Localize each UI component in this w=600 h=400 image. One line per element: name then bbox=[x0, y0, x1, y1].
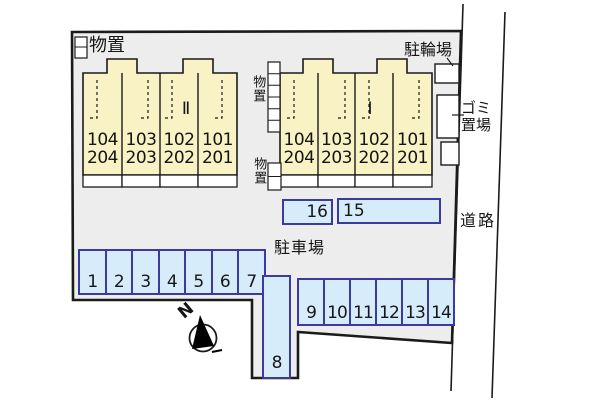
parking-space-11: 11 bbox=[349, 278, 377, 326]
parking-space-15: 15 bbox=[337, 198, 441, 224]
storage-top-left bbox=[74, 36, 88, 59]
parking-space-6: 6 bbox=[210, 249, 239, 295]
unit-number: 101 bbox=[397, 130, 428, 150]
balcony bbox=[159, 174, 199, 188]
parking-space-9: 9 bbox=[297, 278, 325, 326]
north-compass bbox=[188, 315, 223, 353]
unit-number: 103 bbox=[321, 130, 352, 150]
road-right-edge bbox=[491, 11, 506, 399]
building-1-name: Ⅰ bbox=[367, 99, 373, 119]
unit-number: 201 bbox=[397, 148, 428, 168]
garbage-area-box bbox=[436, 94, 460, 139]
balcony bbox=[121, 174, 161, 188]
building-2-interior-dashes bbox=[88, 80, 223, 119]
road-label: 道路 bbox=[460, 211, 497, 230]
storage-units-upper bbox=[267, 61, 281, 133]
unit-label: 104 204 bbox=[83, 131, 122, 167]
unit-label: 101 201 bbox=[198, 131, 237, 167]
unit-number: 203 bbox=[321, 148, 352, 168]
storage-units-lower bbox=[267, 162, 282, 191]
balcony bbox=[279, 174, 319, 188]
building-2-unit-dividers bbox=[121, 73, 199, 175]
unit-number: 202 bbox=[358, 148, 390, 168]
unit-label: 104 204 bbox=[280, 131, 318, 167]
garbage-label-line2: 置場 bbox=[461, 116, 492, 134]
building-1-interior-dashes bbox=[285, 80, 420, 119]
unit-number: 101 bbox=[202, 130, 233, 150]
parking-lot-label: 駐車場 bbox=[274, 238, 326, 257]
parking-space-5: 5 bbox=[184, 249, 213, 295]
balcony bbox=[197, 174, 238, 188]
building-2-balconies bbox=[82, 174, 238, 188]
parking-space-1: 1 bbox=[78, 249, 107, 295]
unit-label: 102 202 bbox=[160, 131, 198, 167]
parking-space-2: 2 bbox=[104, 249, 133, 295]
building-2-name: Ⅱ bbox=[181, 99, 191, 119]
unit-number: 203 bbox=[125, 148, 157, 168]
parking-row-back: 9 10 11 12 13 14 bbox=[297, 278, 455, 326]
balcony bbox=[392, 174, 433, 188]
parking-space-4: 4 bbox=[157, 249, 186, 295]
garbage-area-label: ゴミ 置場 bbox=[461, 100, 491, 134]
parking-row-front: 1 2 3 4 5 6 7 bbox=[78, 249, 266, 295]
unit-label: 101 201 bbox=[393, 131, 432, 167]
unit-number: 104 bbox=[87, 130, 118, 150]
parking-space-8: 8 bbox=[262, 275, 291, 379]
parking-space-14: 14 bbox=[427, 278, 455, 326]
parking-space-13: 13 bbox=[401, 278, 429, 326]
storage-top-label: 物置 bbox=[89, 35, 125, 56]
garbage-area-box-small bbox=[440, 141, 460, 166]
compass-needle bbox=[192, 315, 214, 349]
balcony bbox=[82, 174, 123, 188]
parking-space-10: 10 bbox=[323, 278, 351, 326]
unit-label: 102 202 bbox=[355, 131, 393, 167]
parking-space-12: 12 bbox=[375, 278, 403, 326]
parking-space-16: 16 bbox=[282, 199, 333, 225]
unit-number: 103 bbox=[125, 130, 157, 150]
unit-number: 204 bbox=[87, 148, 118, 168]
unit-number: 102 bbox=[358, 130, 390, 150]
compass-tail-tick bbox=[211, 349, 223, 353]
unit-label: 103 203 bbox=[122, 131, 160, 167]
balcony bbox=[317, 174, 356, 188]
building-1-unit-dividers bbox=[317, 73, 394, 175]
unit-label: 103 203 bbox=[318, 131, 355, 167]
storage-between-upper-label: 物置 bbox=[250, 75, 266, 103]
unit-number: 204 bbox=[283, 148, 315, 168]
unit-number: 104 bbox=[283, 130, 315, 150]
unit-number: 201 bbox=[202, 148, 233, 168]
unit-number: 202 bbox=[163, 148, 195, 168]
building-1-balconies bbox=[279, 174, 433, 188]
bicycle-parking-label: 駐輪場 bbox=[404, 40, 453, 59]
bicycle-parking-pointer-line bbox=[446, 57, 454, 67]
bicycle-parking-area bbox=[434, 63, 460, 84]
garbage-label-line1: ゴミ bbox=[461, 99, 492, 117]
unit-number: 102 bbox=[163, 130, 195, 150]
storage-between-lower-label: 物置 bbox=[251, 157, 267, 185]
storage-cell-dividers bbox=[268, 73, 280, 121]
parking-space-3: 3 bbox=[131, 249, 160, 295]
parking-space-7: 7 bbox=[237, 249, 266, 295]
balcony bbox=[354, 174, 394, 188]
